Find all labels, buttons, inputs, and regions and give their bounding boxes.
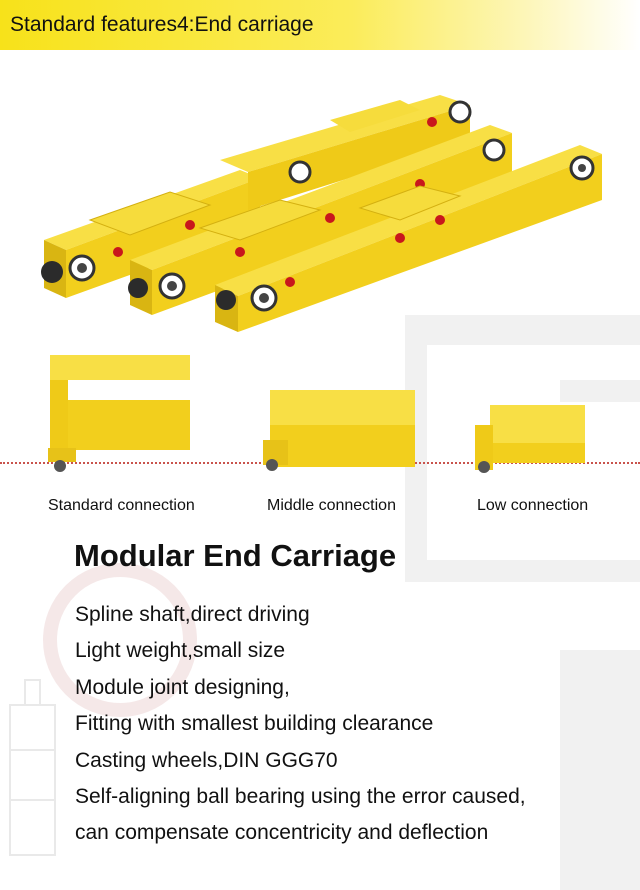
page-title: Standard features4:End carriage [10, 13, 314, 36]
low-connection-image [475, 405, 585, 473]
list-item: Spline shaft,direct driving [75, 603, 310, 626]
end-carriage-beam [128, 125, 512, 315]
end-carriage-beam [215, 145, 602, 332]
end-carriage-beam [41, 170, 260, 298]
list-item: can compensate concentricity and deflect… [75, 821, 489, 845]
list-item: Fitting with smallest building clearance [75, 712, 434, 736]
low-connection-label: Low connection [477, 497, 589, 514]
list-item: Module joint designing, [75, 675, 290, 699]
product-title: Modular End Carriage [74, 538, 397, 573]
end-carriage-frame [220, 95, 472, 210]
header-bar: Standard features4:End carriage [0, 0, 640, 50]
standard-connection-image [48, 355, 190, 472]
end-carriage-image [41, 95, 602, 332]
list-item: Casting wheels,DIN GGG70 [75, 748, 338, 772]
list-item: Light weight,small size [75, 639, 286, 663]
list-item: Self-aligning ball bearing using the err… [75, 785, 526, 809]
middle-connection-label: Middle connection [267, 497, 396, 514]
feature-list: Spline shaft,direct driving Light weight… [75, 597, 526, 852]
middle-connection-image [263, 390, 415, 471]
standard-connection-label: Standard connection [48, 497, 195, 514]
